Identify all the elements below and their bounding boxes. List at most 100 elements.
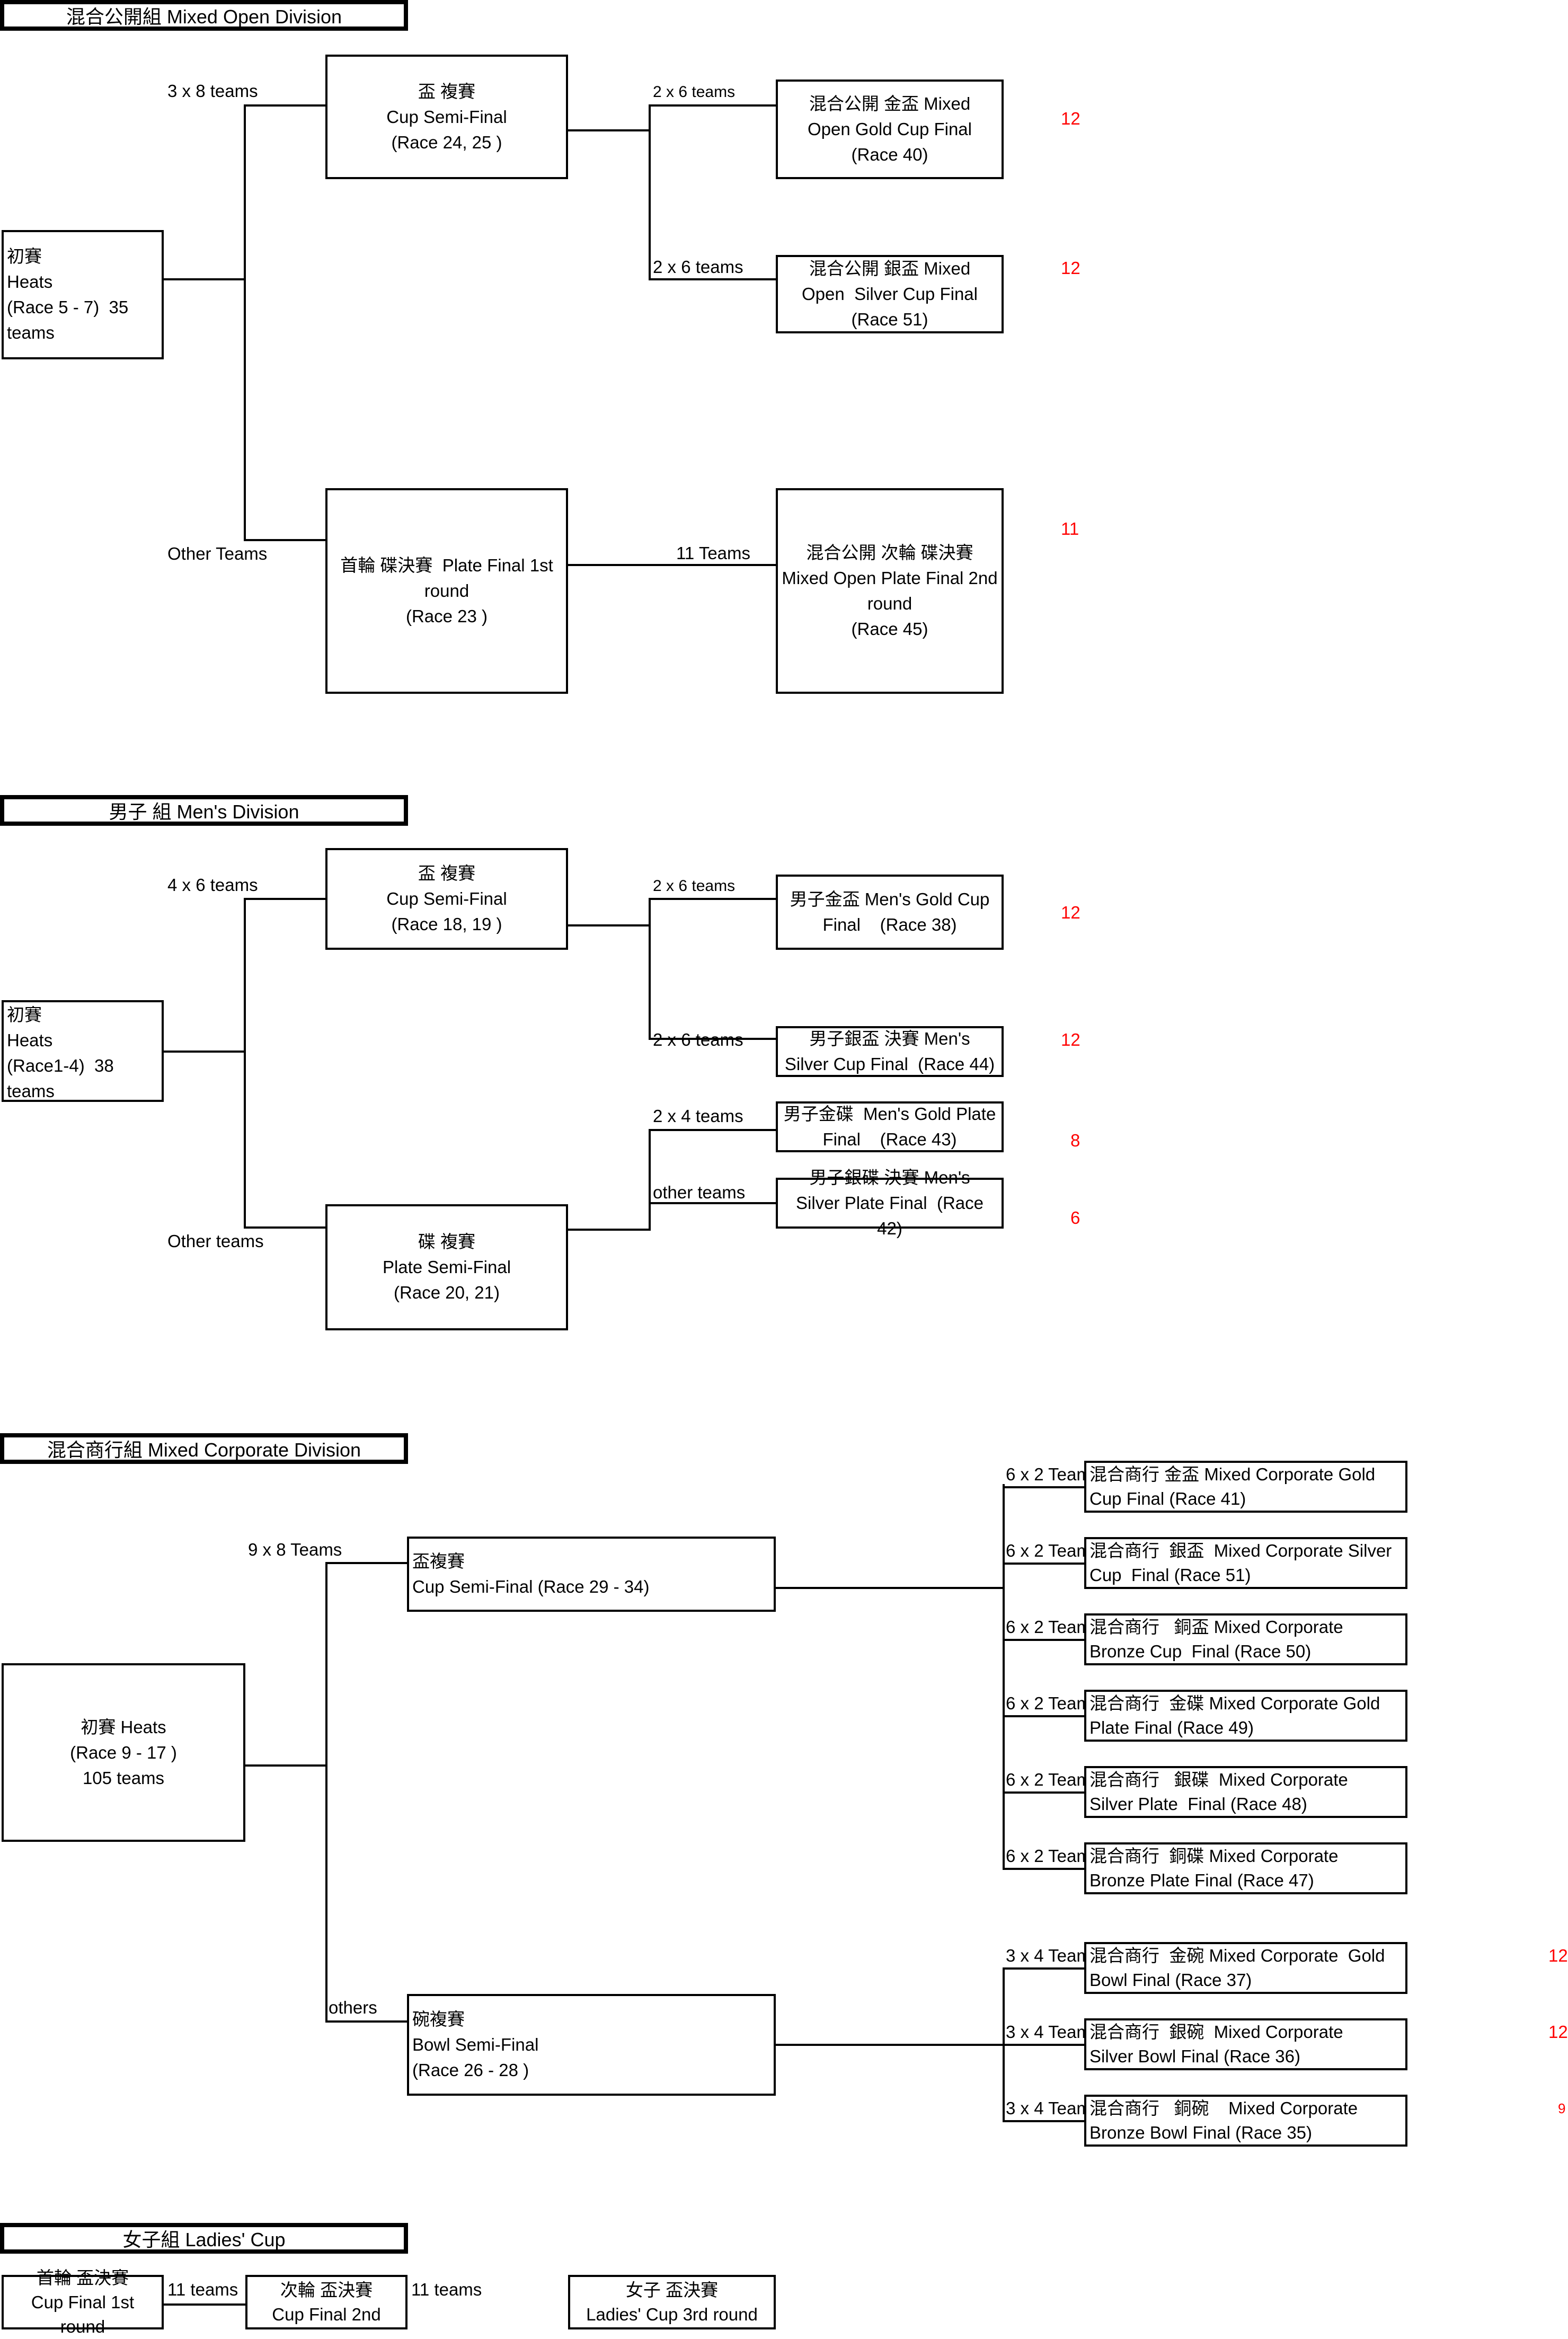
box-line: 混合商行 銅盃 Mixed Corporate — [1089, 1617, 1343, 1637]
connector-line — [244, 104, 246, 541]
branch-label: 3 x 4 Teams — [1006, 1946, 1085, 1965]
heats-line: 初賽 Heats — [81, 1717, 166, 1737]
box-line: Open Gold Cup Final — [807, 119, 972, 139]
connector-line — [649, 1129, 776, 1131]
box-line: Plate Final (Race 49) — [1089, 1718, 1254, 1737]
box-line: Cup Final (Race 51) — [1089, 1565, 1251, 1585]
ladies-cup-header: 女子組 Ladies' Cup — [0, 2223, 408, 2254]
heats-line: teams — [7, 323, 55, 342]
box-line: round — [424, 581, 469, 601]
connector-line — [649, 1129, 651, 1231]
mixed-open-heats-box: 初賽 Heats (Race 5 - 7) 35 teams — [2, 230, 164, 359]
box-line: 女子 盃決賽 — [625, 2280, 719, 2300]
connector-line — [244, 539, 325, 541]
mixed-open-division-header: 混合公開組 Mixed Open Division — [0, 0, 408, 31]
branch-label: 3 x 8 teams — [167, 81, 258, 101]
box-line: 男子銀碟 決賽 Men's — [809, 1168, 970, 1187]
connector-line — [568, 924, 651, 926]
box-line: Bowl Final (Race 37) — [1089, 1970, 1252, 1990]
connector-line — [164, 1051, 246, 1053]
box-line: 男子金碟 Men's Gold Plate — [783, 1104, 996, 1124]
ladies-cup-final-1st-round-box: 首輪 盃決賽 Cup Final 1st round — [2, 2268, 164, 2336]
branch-label: 11 teams — [411, 2280, 482, 2299]
box-line: 男子銀盃 決賽 Men's — [809, 1029, 970, 1048]
connector-line — [325, 1562, 407, 1564]
box-line: 混合商行 金碗 Mixed Corporate Gold — [1089, 1946, 1385, 1965]
branch-label: 2 x 6 teams — [653, 257, 743, 277]
team-count: 12 — [1548, 2022, 1568, 2042]
mens-gold-plate-final-box: 男子金碟 Men's Gold Plate Final (Race 43) — [776, 1101, 1004, 1152]
connector-line — [568, 129, 651, 131]
box-line: (Race 20, 21) — [394, 1283, 500, 1302]
branch-label: others — [329, 1998, 377, 2017]
box-line: 男子金盃 Men's Gold Cup — [790, 889, 990, 909]
branch-label: 2 x 4 teams — [653, 1106, 743, 1126]
box-line: 混合商行 銅碗 Mixed Corporate — [1089, 2098, 1358, 2118]
box-line: Plate Semi-Final — [382, 1257, 511, 1277]
box-line: Cup Final (Race 41) — [1089, 1489, 1246, 1508]
box-line: 首輪 盃決賽 — [36, 2267, 129, 2288]
connector-line — [245, 1764, 327, 1767]
mixed-open-plate-final-1st-box: 首輪 碟決賽 Plate Final 1st round (Race 23 ) — [325, 488, 568, 694]
box-line: Cup Semi-Final (Race 29 - 34) — [412, 1577, 650, 1596]
branch-label: 6 x 2 Teams — [1006, 1770, 1085, 1789]
branch-label: 3 x 4 Teams — [1006, 2022, 1085, 2042]
mixed-open-cup-semi-final-box: 盃 複賽 Cup Semi-Final (Race 24, 25 ) — [325, 55, 568, 179]
branch-label: other teams — [653, 1182, 746, 1202]
connector-line — [164, 278, 246, 280]
mens-silver-cup-final-box: 男子銀盃 決賽 Men's Silver Cup Final (Race 44) — [776, 1026, 1004, 1077]
box-line: 盃複賽 — [412, 1551, 465, 1571]
branch-label: Other teams — [167, 1231, 264, 1251]
branch-label: 2 x 6 teams — [653, 877, 736, 895]
division-title: 混合商行組 Mixed Corporate Division — [47, 1439, 361, 1461]
connector-line — [325, 1562, 327, 2023]
branch-label: 6 x 2 Teams — [1006, 1541, 1085, 1560]
mens-heats-box: 初賽 Heats (Race1-4) 38 teams — [2, 1000, 164, 1102]
connector-line — [1003, 1484, 1005, 1868]
box-line: 混合商行 銀碗 Mixed Corporate — [1089, 2022, 1343, 2042]
connector-line — [649, 278, 776, 280]
team-count: 6 — [1070, 1208, 1080, 1228]
box-line: 混合公開 金盃 Mixed — [809, 94, 971, 113]
team-count: 11 — [1061, 519, 1079, 539]
box-line: 碗複賽 — [412, 2009, 465, 2029]
connector-line — [649, 898, 651, 1040]
connector-line — [649, 1038, 776, 1040]
team-count: 8 — [1070, 1131, 1080, 1150]
box-line: Bronze Cup Final (Race 50) — [1089, 1641, 1312, 1661]
connector-line — [568, 1229, 651, 1231]
box-line: (Race 18, 19 ) — [391, 914, 502, 934]
heats-line: Heats — [7, 272, 53, 292]
branch-label: 11 teams — [167, 2280, 238, 2299]
branch-label: 3 x 4 Teams — [1006, 2098, 1085, 2118]
division-title: 女子組 Ladies' Cup — [122, 2229, 286, 2250]
branch-label: 2 x 6 teams — [653, 1030, 743, 1049]
connector-line — [1003, 1868, 1085, 1870]
division-title: 混合公開組 Mixed Open Division — [66, 6, 342, 28]
heats-line: (Race 5 - 7) 35 — [7, 297, 129, 317]
team-count: 12 — [1061, 1030, 1080, 1049]
ladies-cup-final-2nd-box: 次輪 盃決賽 Cup Final 2nd — [245, 2275, 407, 2329]
box-line: 盃 複賽 — [418, 81, 476, 101]
mixed-open-plate-final-2nd-box: 混合公開 次輪 碟決賽 Mixed Open Plate Final 2nd r… — [776, 488, 1004, 694]
connector-line — [568, 564, 776, 566]
box-line: Cup Semi-Final — [386, 107, 507, 127]
box-line: Bronze Plate Final (Race 47) — [1089, 1870, 1314, 1890]
connector-line — [244, 104, 325, 107]
box-line: 混合商行 銅碟 Mixed Corporate — [1089, 1846, 1339, 1866]
box-line: 混合商行 銀碟 Mixed Corporate — [1089, 1770, 1348, 1789]
box-line: Silver Bowl Final (Race 36) — [1089, 2046, 1300, 2066]
mixed-corporate-cup-semi-final-box: 盃複賽 Cup Semi-Final (Race 29 - 34) — [407, 1537, 776, 1612]
branch-label: 6 x 2 Teams — [1006, 1693, 1085, 1713]
box-line: 首輪 碟決賽 Plate Final 1st — [340, 555, 553, 575]
box-line: Silver Plate Final (Race 48) — [1089, 1794, 1307, 1814]
mens-division-header: 男子 組 Men's Division — [0, 795, 408, 826]
team-count: 12 — [1061, 258, 1080, 278]
connector-line — [1003, 2120, 1085, 2122]
connector-line — [776, 1587, 1005, 1589]
heats-line: (Race1-4) 38 — [7, 1056, 114, 1075]
